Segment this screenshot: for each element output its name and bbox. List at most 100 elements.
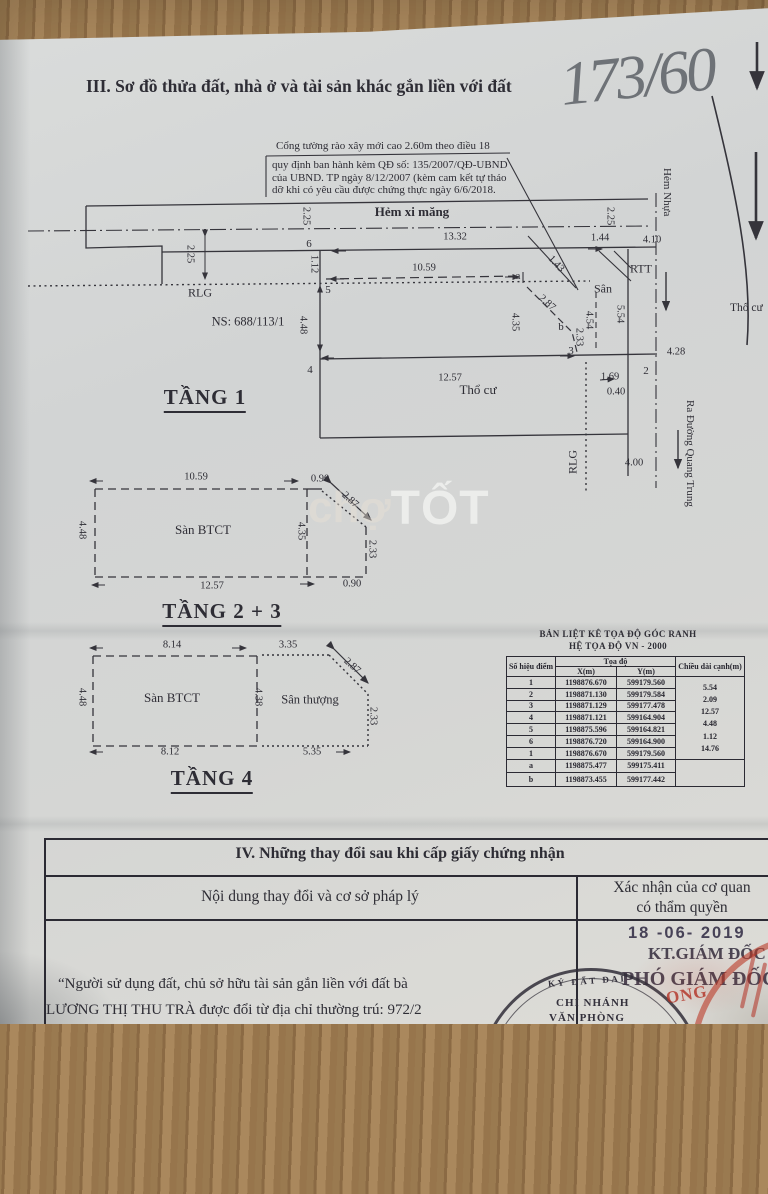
- right-column-line1: Xác nhận của cơ quan: [613, 879, 751, 896]
- watermark-part2: TỐT: [390, 481, 490, 535]
- cell-x: 1198875.477: [555, 758, 617, 774]
- cell-y: 599164.904: [616, 711, 676, 725]
- cell-x: 1198873.455: [555, 772, 617, 787]
- cadastral-drawing: [27, 42, 765, 755]
- floor4-label: TẦNG 4: [170, 766, 254, 794]
- dim-040: 0.40: [606, 386, 626, 398]
- point-2: 2: [643, 365, 649, 377]
- rtt-label: RTT: [630, 261, 652, 276]
- f4-dim-mid: 4.38: [252, 687, 264, 707]
- coord-table-title2: HỆ TỌA ĐỘ VN - 2000: [568, 641, 668, 651]
- cell-point: 3: [506, 699, 556, 713]
- f4-area2-label: Sân thượng: [281, 692, 339, 707]
- section4-title: IV. Những thay đổi sau khi cấp giấy chứn…: [235, 845, 565, 862]
- section4-top-rule: [44, 838, 768, 840]
- section4-left-border: [44, 838, 46, 1024]
- cell-x: 1198871.129: [555, 699, 617, 713]
- col-y-header: Y(m): [616, 666, 676, 677]
- cell-point: 2: [506, 687, 556, 701]
- col-point-header: Số hiệu điểm: [506, 656, 556, 677]
- f23-dim-090b: 0.90: [342, 578, 362, 590]
- document-paper: III. Sơ đồ thửa đất, nhà ở và tài sản kh…: [0, 8, 768, 1024]
- f23-dim-right: 2.33: [366, 539, 378, 559]
- f4-dim-bottom2: 5.35: [302, 746, 322, 758]
- section4-body-line2: LƯƠNG THỊ THU TRÀ được đổi từ địa chỉ th…: [46, 1002, 422, 1018]
- cell-lengths-empty: [675, 758, 745, 787]
- cell-lengths: 5.54 2.09 12.57 4.48 1.12 14.76: [675, 676, 745, 760]
- floor1-label: TẦNG 1: [163, 385, 247, 413]
- cell-point: 6: [506, 734, 556, 748]
- cell-x: 1198871.130: [555, 687, 617, 701]
- section4-column-divider: [576, 875, 578, 1024]
- note-line4: dỡ khi có yêu cầu được chứng thực ngày 6…: [272, 184, 496, 196]
- cell-point: 5: [506, 723, 556, 736]
- tho-cu-label: Thổ cư: [459, 382, 497, 397]
- section4-right-column-header: Xác nhận của cơ quan có thẩm quyền: [582, 878, 768, 918]
- f23-dim-bottom: 12.57: [200, 580, 224, 592]
- note-line1: Cổng tường rào xây mới cao 2.60m theo đi…: [276, 140, 490, 152]
- road-right-label: Ra Đường Quang Trung: [684, 400, 696, 507]
- f23-dim-090t: 0.90: [310, 473, 330, 485]
- section4-body-line1: “Người sử dụng đất, chủ sở hữu tài sản g…: [58, 976, 408, 992]
- f23-dim-top: 10.59: [184, 471, 208, 483]
- cell-point: a: [506, 758, 556, 774]
- table-row: a 1198875.477 599175.411: [506, 758, 745, 787]
- col-coord-header: Tọa độ: [555, 656, 676, 667]
- cell-x: 1198876.670: [555, 746, 617, 760]
- san-label: Sân: [594, 281, 612, 296]
- cell-point: 1: [506, 676, 556, 689]
- cell-y: 599164.821: [616, 723, 676, 736]
- stamp-line1: CHI NHÁNH: [556, 997, 630, 1009]
- tho-cu-right-label: Thổ cư: [730, 302, 763, 314]
- f4-dim-top2: 3.35: [278, 639, 298, 651]
- chotot-watermark: chợ TỐT: [308, 480, 489, 536]
- dim-225a: 2.25: [300, 206, 312, 226]
- photo-frame: III. Sơ đồ thửa đất, nhà ở và tài sản kh…: [0, 8, 768, 1024]
- watermark-part1: chợ: [308, 483, 391, 532]
- dim-225b: 2.25: [604, 206, 616, 226]
- cell-y: 599179.584: [616, 687, 676, 701]
- f4-dim-right: 2.33: [367, 706, 379, 726]
- point-a: a: [515, 270, 521, 282]
- date-stamp: 18 -06- 2019: [628, 924, 746, 942]
- dim-225c: 2.25: [184, 244, 196, 264]
- point-4: 4: [307, 364, 313, 376]
- col-len-header: Chiều dài cạnh(m): [675, 656, 745, 677]
- len-value: 14.76: [701, 743, 719, 753]
- len-value: 1.12: [703, 731, 717, 741]
- cell-y: 599179.560: [616, 676, 676, 689]
- rlg-label: RLG: [188, 285, 212, 300]
- cell-y: 599179.560: [616, 746, 676, 760]
- dim-1257-site: 12.57: [438, 372, 462, 384]
- dim-144: 1.44: [590, 232, 610, 244]
- coord-table-title1: BẢN LIỆT KÊ TỌA ĐỘ GÓC RANH: [539, 629, 697, 639]
- dim-454: 4.54: [583, 310, 595, 330]
- dim-428: 4.28: [666, 346, 686, 358]
- point-3: 3: [568, 345, 574, 357]
- dim-400: 4.00: [624, 457, 644, 469]
- f4-dim-bottom1: 8.12: [160, 746, 180, 758]
- section4-rule: [44, 919, 768, 921]
- alley-label: Hẻm xi măng: [374, 204, 450, 219]
- scanned-land-certificate: { "page": { "handwritten_number": "173/6…: [0, 0, 768, 1024]
- cell-y: 599177.478: [616, 699, 676, 713]
- len-value: 5.54: [703, 682, 717, 692]
- alley-right-label: Hẻm Nhựa: [661, 168, 673, 217]
- f4-dim-top1: 8.14: [162, 639, 182, 651]
- dim-448-site: 4.48: [297, 315, 309, 335]
- note-line2: quy định ban hành kèm QĐ số: 135/2007/QĐ…: [272, 159, 508, 171]
- point-b: b: [558, 321, 564, 333]
- cell-y: 599164.900: [616, 734, 676, 748]
- section4-rule: [44, 875, 768, 877]
- cell-x: 1198871.121: [555, 711, 617, 725]
- ns-label: NS: 688/113/1: [211, 314, 285, 329]
- stamp-line2: VĂN PHÒNG: [549, 1012, 625, 1024]
- dim-233-site: 2.33: [573, 327, 585, 347]
- dim-112: 1.12: [308, 254, 320, 274]
- cell-point: 4: [506, 711, 556, 725]
- section4-left-column-header: Nội dung thay đổi và cơ sở pháp lý: [201, 888, 419, 905]
- rlg-bottom-label: RLG: [565, 450, 580, 474]
